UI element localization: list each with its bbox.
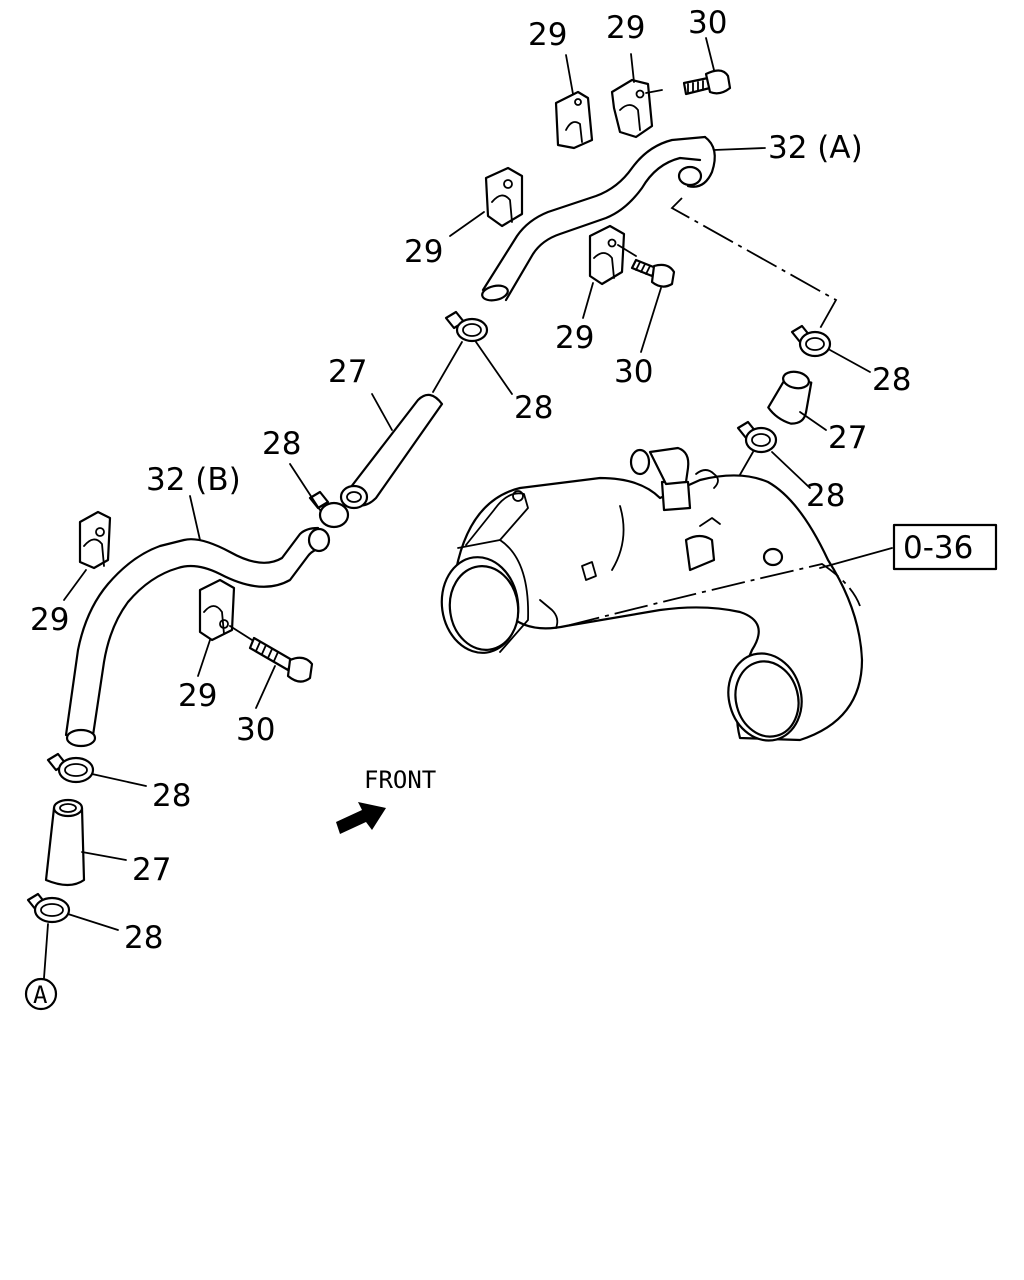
hose-27-lower: [44, 798, 86, 887]
hose-32a: [481, 135, 716, 302]
clamp-28-upper-right: [790, 324, 832, 358]
clamp-29-center: [588, 224, 626, 286]
callout-28-lower-left: 28: [152, 778, 191, 814]
callout-32b: 32 (B): [146, 462, 241, 498]
reference-0-36: 0-36: [903, 530, 973, 566]
marker-a-label: A: [33, 981, 48, 1009]
clamp-28-right-lower: [736, 420, 778, 454]
callout-28-upper-right: 28: [872, 362, 911, 398]
callout-29-top-mid: 29: [606, 10, 645, 46]
clamp-28-bottom: [26, 892, 71, 924]
callout-27-right: 27: [828, 420, 867, 456]
bolt-30-top: [645, 69, 732, 96]
callout-30-center: 30: [614, 354, 653, 390]
callout-28-right-lower: 28: [806, 478, 845, 514]
callout-32a: 32 (A): [768, 130, 863, 166]
clamp-29-left: [78, 510, 112, 570]
clamp-29-lower: [198, 578, 236, 642]
bolt-30-center: [617, 244, 676, 288]
arrow-icon: [336, 802, 386, 834]
hidden-line-housing: [565, 563, 861, 627]
callout-28-bottom: 28: [124, 920, 163, 956]
bolt-30-lower: [229, 625, 314, 683]
callout-27-lower: 27: [132, 852, 171, 888]
hose-27-right: [767, 370, 813, 425]
callout-28-mid-left: 28: [262, 426, 301, 462]
hose-32b: [64, 526, 331, 748]
marker-a-circle: [24, 977, 58, 1011]
callout-29-top-left: 29: [528, 17, 567, 53]
hose-27-upper: [339, 393, 444, 510]
clamp-28-lower-left: [46, 752, 95, 784]
front-label: FRONT: [364, 766, 436, 794]
clamp-29-top-mid: [610, 78, 654, 139]
clamp-28-mid-left: [308, 490, 350, 529]
leader-28-upper: [432, 341, 463, 393]
clamp-29-upper: [484, 166, 524, 228]
callout-28-upper: 28: [514, 390, 553, 426]
reference-box-0-36: [892, 523, 998, 571]
callout-29-center: 29: [555, 320, 594, 356]
ref-line-32a: [670, 197, 838, 333]
callout-29-left: 29: [30, 602, 69, 638]
clamp-29-top-left: [554, 90, 594, 150]
callout-29-upper: 29: [404, 234, 443, 270]
clamp-28-upper: [444, 310, 489, 343]
leader-to-marker-a: [43, 923, 49, 979]
callout-27-upper: 27: [328, 354, 367, 390]
callout-30-lower: 30: [236, 712, 275, 748]
callout-30-top: 30: [688, 5, 727, 41]
callout-29-lower: 29: [178, 678, 217, 714]
intake-housing-0-36: [440, 446, 864, 742]
leader-lines: [63, 37, 893, 931]
